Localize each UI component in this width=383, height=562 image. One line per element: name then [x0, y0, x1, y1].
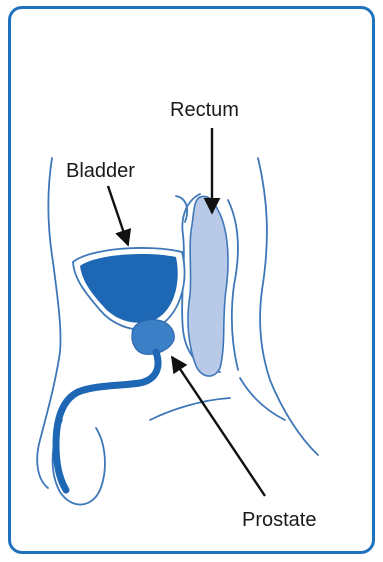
urethra	[56, 352, 158, 490]
bladder-arrow	[108, 186, 128, 245]
rectum-label: Rectum	[170, 99, 239, 121]
prostate-label: Prostate	[242, 509, 316, 531]
prostate-shape	[132, 320, 175, 355]
back-contour	[258, 158, 318, 455]
inner-thigh-contour	[150, 398, 230, 420]
bladder-shape	[80, 254, 178, 323]
body-outline	[37, 158, 318, 505]
front-body-contour	[48, 158, 60, 352]
prostate-arrow	[172, 357, 265, 496]
rectum-shape	[188, 196, 228, 376]
bladder-label: Bladder	[66, 160, 135, 182]
inner-contour	[228, 200, 238, 370]
